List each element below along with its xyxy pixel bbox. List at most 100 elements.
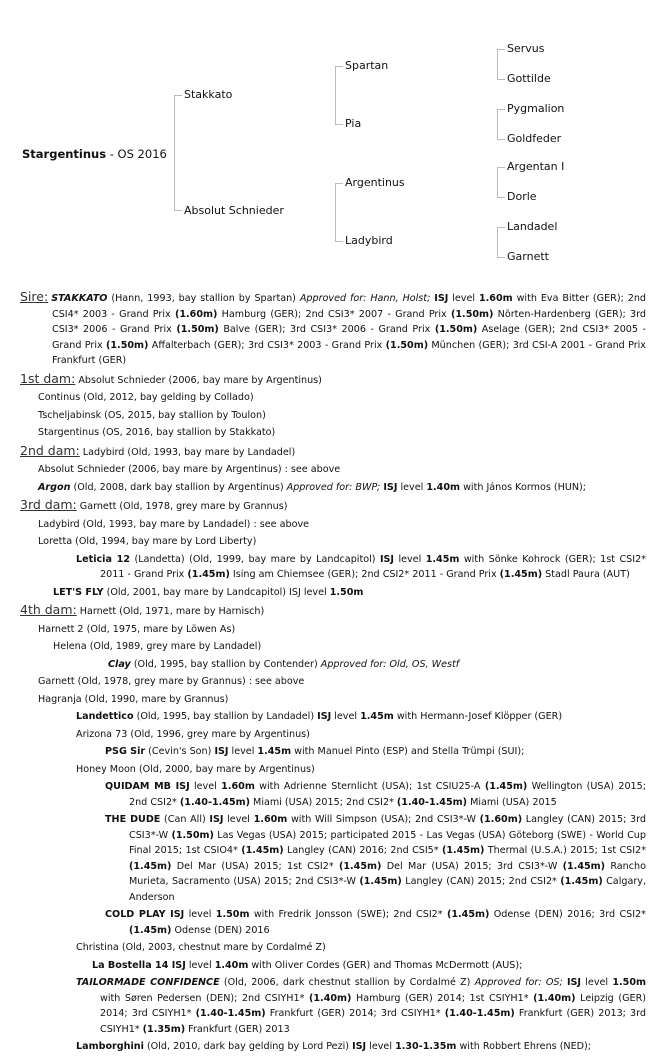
emphasis-text: ISJ bbox=[317, 711, 332, 722]
bracket-line bbox=[335, 183, 343, 184]
entry-text: level bbox=[331, 711, 361, 722]
emphasis-text: 1.60m bbox=[221, 781, 255, 792]
entry-text: Miami (USA) 2015 bbox=[467, 796, 557, 808]
entry-text: Langley (CAN) 2016; 2nd CSI5* bbox=[283, 845, 442, 856]
entry-text: Arizona 73 (Old, 1996, grey mare by Arge… bbox=[76, 728, 310, 740]
entry-text: level bbox=[223, 814, 254, 825]
gen2-name: Argentinus bbox=[345, 176, 405, 189]
bracket-line bbox=[335, 66, 336, 125]
horse-entry: Leticia 12 (Landetta) (Old, 1999, bay ma… bbox=[20, 552, 646, 583]
entry-text: with Oliver Cordes (GER) and Thomas McDe… bbox=[248, 959, 523, 971]
entry-text: Garnett (Old, 1978, grey mare by Grannus… bbox=[38, 676, 305, 687]
gen2-name: Spartan bbox=[345, 59, 389, 72]
entry-text: (Hann, 1993, bay stallion by Spartan) bbox=[107, 293, 300, 304]
entry-text: Christina (Old, 2003, chestnut mare by C… bbox=[76, 942, 326, 953]
entry-text: Frankfurt (GER) 2013 bbox=[185, 1023, 290, 1035]
emphasis-text: La Bostella 14 ISJ bbox=[92, 959, 186, 971]
bracket-line bbox=[335, 66, 343, 67]
entry-text: level bbox=[184, 909, 216, 920]
entry-text: Del Mar (USA) 2015; 1st CSI2* bbox=[171, 860, 339, 872]
gen3-name: Goldfeder bbox=[507, 132, 562, 145]
emphasis-text: 1.45m bbox=[257, 746, 292, 757]
emphasis-text: (1.45m) bbox=[129, 924, 172, 936]
emphasis-text: ISJ bbox=[434, 293, 449, 304]
entry-text: with Søren Pedersen (DEN); 2nd CSIYH1* bbox=[100, 992, 309, 1004]
entry-text: (Old, 2008, dark bay stallion by Argenti… bbox=[70, 481, 287, 493]
entry-text: with Hermann-Josef Klöpper (GER) bbox=[393, 711, 563, 722]
entry-text: (Landetta) (Old, 1999, bay mare by Landc… bbox=[130, 553, 380, 565]
family-record: Sire:STAKKATO (Hann, 1993, bay stallion … bbox=[20, 289, 646, 1057]
pedigree-tree: Stargentinus - OS 2016 Stakkato Absolut … bbox=[0, 0, 670, 280]
gen2-name: Pia bbox=[345, 117, 362, 130]
emphasis-text: LET'S FLY bbox=[53, 586, 104, 598]
emphasis-text: 1.60m bbox=[253, 814, 288, 825]
entry-text: Tscheljabinsk (OS, 2015, bay stallion by… bbox=[38, 409, 266, 421]
section-2nd-dam: 2nd dam:Ladybird (Old, 1993, bay mare by… bbox=[20, 443, 646, 496]
entry-text: Hamburg (GER) 2014; 1st CSIYH1* bbox=[351, 992, 534, 1004]
entry-text: with Robbert Ehrens (NED); bbox=[456, 1041, 592, 1052]
horse-entry: Sire:STAKKATO (Hann, 1993, bay stallion … bbox=[20, 289, 646, 369]
bracket-line bbox=[174, 210, 182, 211]
entry-text: Absolut Schnieder (2006, bay mare by Arg… bbox=[38, 464, 341, 475]
entry-text: (Cevin's Son) bbox=[145, 746, 215, 757]
entry-text: Harnett 2 (Old, 1975, mare by Löwen As) bbox=[38, 623, 236, 635]
emphasis-text: ISJ bbox=[383, 481, 398, 493]
emphasis-text: Approved for: Hann, Holst; bbox=[299, 293, 431, 304]
entry-text: level bbox=[185, 959, 215, 971]
entry-text: (Old, 2010, dark bay gelding by Lord Pez… bbox=[143, 1041, 353, 1052]
entry-text: Langley (CAN) 2015; 3rd CSI3*-W bbox=[129, 814, 646, 841]
bracket-line bbox=[335, 241, 343, 242]
gen3-name: Dorle bbox=[507, 190, 537, 203]
horse-entry: Tscheljabinsk (OS, 2015, bay stallion by… bbox=[20, 408, 646, 424]
emphasis-text: 1.40m bbox=[214, 959, 249, 971]
horse-entry: THE DUDE (Can All) ISJ level 1.60m with … bbox=[20, 812, 646, 905]
emphasis-text: (1.45m) bbox=[241, 845, 284, 856]
emphasis-text: Approved for: BWP; bbox=[286, 481, 381, 493]
emphasis-text: 1.40m bbox=[426, 481, 461, 493]
section-header: Sire: bbox=[20, 289, 49, 304]
entry-text: (Old, 1995, bay stallion by Landadel) bbox=[133, 711, 318, 722]
entry-text: level bbox=[581, 977, 613, 988]
bracket-line bbox=[335, 183, 336, 242]
emphasis-text: (1.45m) bbox=[499, 569, 543, 580]
emphasis-text: ISJ bbox=[214, 746, 229, 757]
entry-text: Del Mar (USA) 2015; 3rd CSI3*-W bbox=[381, 860, 563, 872]
emphasis-text: 1.50m bbox=[612, 977, 646, 988]
bracket-line bbox=[497, 167, 498, 198]
emphasis-text: (1.50m) bbox=[176, 324, 219, 335]
emphasis-text: (1.45m) bbox=[338, 860, 382, 872]
entry-text: level bbox=[448, 293, 479, 304]
emphasis-text: (1.45m) bbox=[562, 860, 606, 872]
entry-text: Stadl Paura (AUT) bbox=[542, 569, 630, 580]
emphasis-text: COLD PLAY ISJ bbox=[105, 909, 185, 920]
bracket-line bbox=[497, 109, 498, 140]
emphasis-text: 1.60m bbox=[478, 293, 513, 304]
horse-entry: Clay (Old, 1995, bay stallion by Contend… bbox=[20, 657, 646, 673]
emphasis-text: 1.50m bbox=[329, 586, 364, 598]
gen3-name: Gottilde bbox=[507, 72, 551, 85]
entry-text: Continus (Old, 2012, bay gelding by Coll… bbox=[38, 392, 254, 403]
entry-text: Langley (CAN) 2015; 2nd CSI2* bbox=[401, 876, 561, 887]
entry-text: Balve (GER); 3rd CSI3* 2006 - Grand Prix bbox=[218, 324, 435, 335]
gen3-name: Pygmalion bbox=[507, 102, 565, 115]
horse-entry: LET'S FLY (Old, 2001, bay mare by Landca… bbox=[20, 585, 646, 601]
gen2-name: Ladybird bbox=[345, 234, 393, 247]
emphasis-text: Landettico bbox=[76, 711, 134, 722]
horse-entry: Stargentinus (OS, 2016, bay stallion by … bbox=[20, 425, 646, 441]
entry-text: Ladybird (Old, 1993, bay mare by Landade… bbox=[82, 446, 296, 458]
entry-text: Miami (USA) 2015; 2nd CSI2* bbox=[250, 796, 397, 808]
subject-suffix: - OS 2016 bbox=[106, 147, 167, 161]
entry-text: Odense (DEN) 2016 bbox=[171, 924, 270, 936]
horse-entry: 2nd dam:Ladybird (Old, 1993, bay mare by… bbox=[20, 443, 646, 461]
horse-entry: 4th dam:Harnett (Old, 1971, mare by Harn… bbox=[20, 602, 646, 620]
bracket-line bbox=[174, 95, 175, 211]
entry-text: (Can All) bbox=[160, 814, 210, 825]
entry-text: level bbox=[366, 1041, 396, 1052]
entry-text: level bbox=[394, 553, 426, 565]
entry-text: Rancho Murieta, Sacramento (USA) 2015; 2… bbox=[129, 860, 646, 888]
emphasis-text: (1.40m) bbox=[533, 992, 576, 1004]
entry-text: Loretta (Old, 1994, bay mare by Lord Lib… bbox=[38, 536, 257, 547]
horse-entry: Honey Moon (Old, 2000, bay mare by Argen… bbox=[20, 762, 646, 778]
entry-text: level bbox=[397, 481, 427, 493]
entry-text: with Manuel Pinto (ESP) and Stella Trümp… bbox=[291, 746, 525, 757]
